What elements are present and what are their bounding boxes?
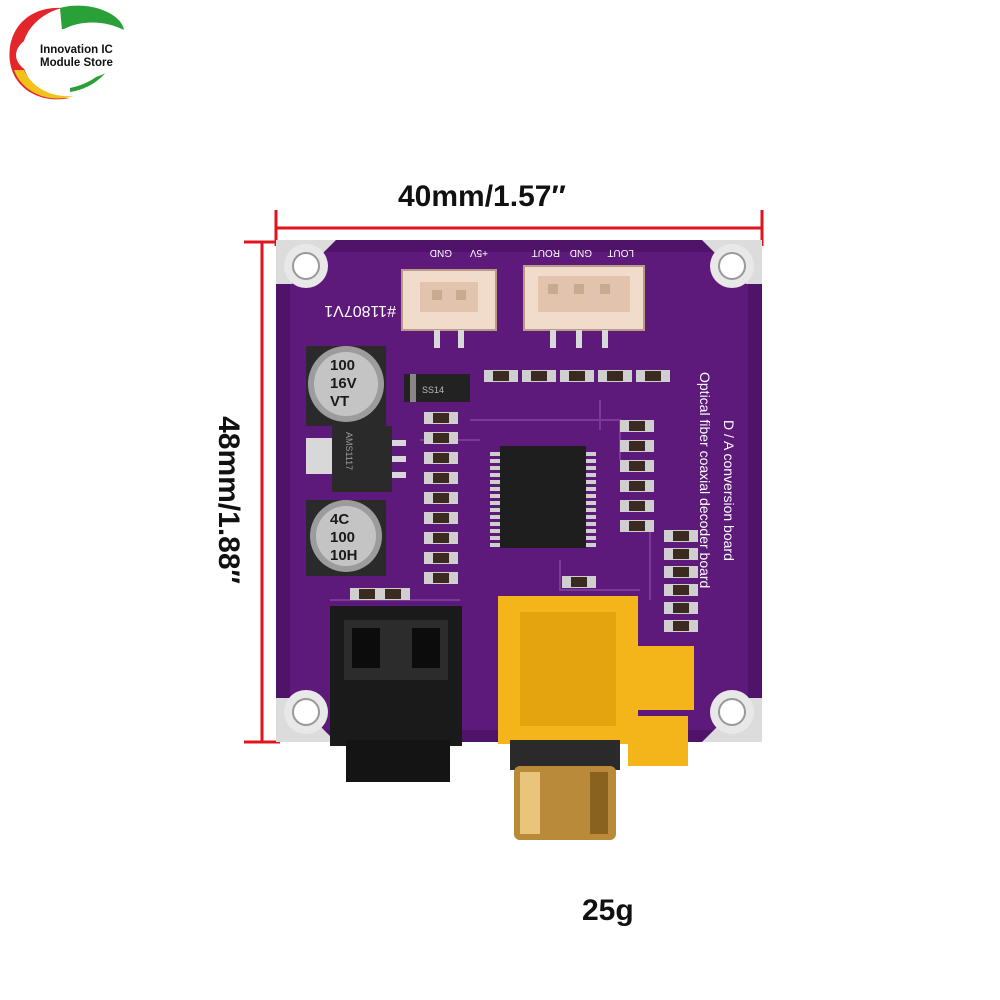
smd-body — [433, 413, 449, 423]
diode-marking: SS14 — [422, 385, 444, 395]
rca-jack — [498, 596, 694, 840]
optical-receiver — [330, 606, 462, 782]
smd-body — [673, 549, 689, 559]
smd-body — [433, 433, 449, 443]
ic-pin — [586, 501, 596, 505]
board-caption-1: Optical fiber coaxial decoder board — [697, 372, 713, 588]
ic-pin — [490, 543, 500, 547]
smd-body — [385, 589, 401, 599]
ic-pin — [586, 543, 596, 547]
smd-body — [433, 493, 449, 503]
smd-body — [433, 533, 449, 543]
cap2-text-3: 10H — [330, 547, 358, 564]
smd-body — [673, 585, 689, 595]
cap1-text-3: VT — [330, 393, 349, 410]
smd-body — [629, 481, 645, 491]
regulator-marking: AMS1117 — [344, 432, 354, 470]
smd-body — [531, 371, 547, 381]
smd-body — [673, 531, 689, 541]
ic-pin — [586, 522, 596, 526]
ic-pin — [586, 508, 596, 512]
brand-line-1: Innovation IC — [40, 44, 113, 56]
cap1-text-1: 100 — [330, 357, 355, 374]
smd-body — [359, 589, 375, 599]
brand-name: Innovation IC Module Store — [40, 44, 113, 70]
smd-body — [571, 577, 587, 587]
ic-pin — [586, 480, 596, 484]
ic-pin — [490, 536, 500, 540]
ic-pin — [490, 480, 500, 484]
smd-body — [673, 621, 689, 631]
smd-components — [350, 370, 698, 632]
smd-body — [673, 567, 689, 577]
board-caption-2: D / A conversion board — [721, 420, 737, 561]
header-right-label-1: ROUT — [532, 247, 560, 258]
ic-pin — [586, 473, 596, 477]
ic-pin — [586, 515, 596, 519]
ic-pin — [490, 508, 500, 512]
ic-pin — [490, 473, 500, 477]
smd-body — [569, 371, 585, 381]
cap1-text-2: 16V — [330, 375, 357, 392]
voltage-regulator — [306, 426, 406, 492]
smd-body — [645, 371, 661, 381]
ic-pin — [490, 487, 500, 491]
capacitor-2 — [306, 500, 386, 576]
cap2-text-1: 4C — [330, 511, 349, 528]
smd-body — [433, 473, 449, 483]
weight-label: 25g — [582, 894, 634, 927]
smd-body — [629, 441, 645, 451]
decoder-ic — [490, 446, 596, 548]
width-dimension-label: 40mm/1.57″ — [398, 180, 566, 213]
ic-pin — [490, 452, 500, 456]
ic-pin — [586, 487, 596, 491]
diode — [404, 374, 470, 402]
power-header — [401, 269, 497, 348]
store-logo — [9, 5, 124, 100]
ic-pin — [586, 459, 596, 463]
ic-pin — [490, 515, 500, 519]
smd-body — [607, 371, 623, 381]
smd-body — [629, 521, 645, 531]
smd-body — [629, 461, 645, 471]
ic-pin — [490, 529, 500, 533]
smd-body — [433, 453, 449, 463]
ic-pin — [586, 452, 596, 456]
smd-body — [629, 501, 645, 511]
smd-body — [433, 513, 449, 523]
ic-pin — [490, 522, 500, 526]
ic-pin — [586, 466, 596, 470]
brand-line-2: Module Store — [40, 57, 113, 69]
ic-pin — [586, 536, 596, 540]
header-left-label-1: GND — [430, 247, 452, 258]
header-left-label-2: +5V — [470, 247, 488, 258]
ic-pin — [490, 459, 500, 463]
mounting-holes — [284, 244, 754, 734]
audio-header — [523, 265, 645, 348]
ic-pin — [586, 529, 596, 533]
smd-body — [629, 421, 645, 431]
smd-body — [433, 573, 449, 583]
smd-body — [673, 603, 689, 613]
ic-pin — [490, 466, 500, 470]
part-number: #11807V1 — [324, 302, 396, 319]
ic-pin — [490, 501, 500, 505]
capacitor-1 — [306, 346, 386, 426]
ic-pin — [490, 494, 500, 498]
header-right-label-2: GND — [570, 247, 592, 258]
ic-pin — [586, 494, 596, 498]
cap2-text-2: 100 — [330, 529, 355, 546]
header-right-label-3: LOUT — [607, 247, 634, 258]
smd-body — [433, 553, 449, 563]
smd-body — [493, 371, 509, 381]
